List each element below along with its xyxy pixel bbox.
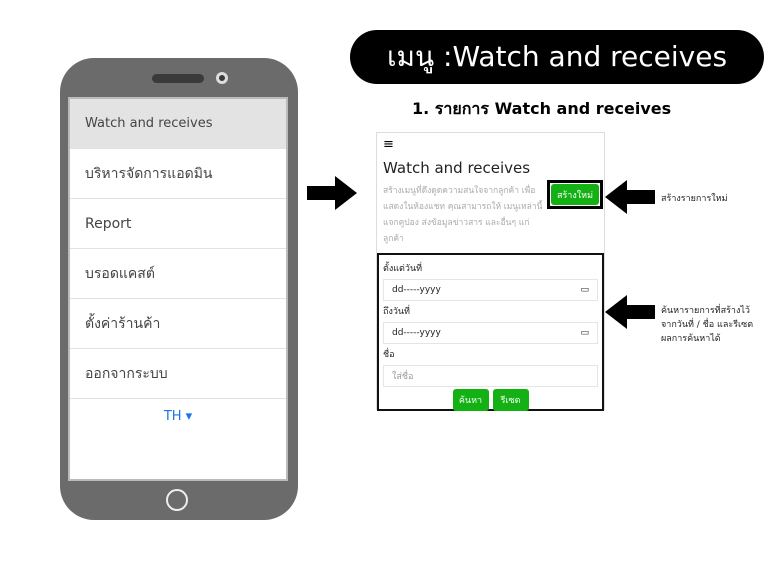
hamburger-icon[interactable]: ≡: [383, 137, 394, 152]
arrow-left-icon: [605, 180, 655, 214]
phone-speaker: [152, 74, 204, 83]
arrow-left-icon: [605, 295, 655, 329]
to-date-value: dd-----yyyy: [392, 328, 441, 338]
to-date-input[interactable]: dd-----yyyy ▭: [383, 322, 598, 344]
home-button: [166, 489, 188, 511]
banner-title: เมนู :Watch and receives: [350, 30, 764, 84]
section-subtitle: 1. รายการ Watch and receives: [412, 99, 672, 118]
panel-description: สร้างเมนูที่ดึงดูดความสนใจจากลูกค้า เพื่…: [383, 186, 543, 244]
menu-item-logout[interactable]: ออกจากระบบ: [70, 349, 286, 399]
phone-screen: Watch and receives บริหารจัดการแอดมิน Re…: [68, 97, 288, 481]
create-note: สร้างรายการใหม่: [661, 194, 728, 204]
menu-item-broadcast[interactable]: บรอดแคสต์: [70, 249, 286, 299]
name-input[interactable]: ใส่ชื่อ: [383, 365, 598, 387]
name-label: ชื่อ: [383, 350, 395, 360]
arrow-right-icon: [307, 176, 357, 210]
calendar-icon[interactable]: ▭: [580, 328, 589, 338]
search-note: ค้นหารายการที่สร้างไว้ จากวันที่ / ชื่อ …: [661, 306, 754, 344]
panel-title: Watch and receives: [383, 159, 531, 177]
from-date-input[interactable]: dd-----yyyy ▭: [383, 279, 598, 301]
reset-button[interactable]: รีเซต: [492, 389, 529, 411]
calendar-icon[interactable]: ▭: [580, 285, 589, 295]
menu-item-admin[interactable]: บริหารจัดการแอดมิน: [70, 149, 286, 199]
create-new-button[interactable]: สร้างใหม่: [551, 184, 599, 205]
phone-camera: [216, 72, 228, 84]
search-form: ตั้งแต่วันที่ dd-----yyyy ▭ ถึงวันที่ dd-…: [377, 253, 604, 411]
new-button-highlight: สร้างใหม่: [547, 180, 603, 209]
menu-item-shop-settings[interactable]: ตั้งค่าร้านค้า: [70, 299, 286, 349]
search-button[interactable]: ค้นหา: [452, 389, 489, 411]
language-dropdown[interactable]: TH ▾: [163, 409, 193, 424]
watch-panel: ≡ Watch and receives สร้างเมนูที่ดึงดูดค…: [376, 132, 605, 410]
from-date-label: ตั้งแต่วันที่: [383, 264, 423, 274]
to-date-label: ถึงวันที่: [383, 307, 410, 317]
menu-item-watch[interactable]: Watch and receives: [70, 99, 286, 149]
menu-item-report[interactable]: Report: [70, 199, 286, 249]
from-date-value: dd-----yyyy: [392, 285, 441, 295]
